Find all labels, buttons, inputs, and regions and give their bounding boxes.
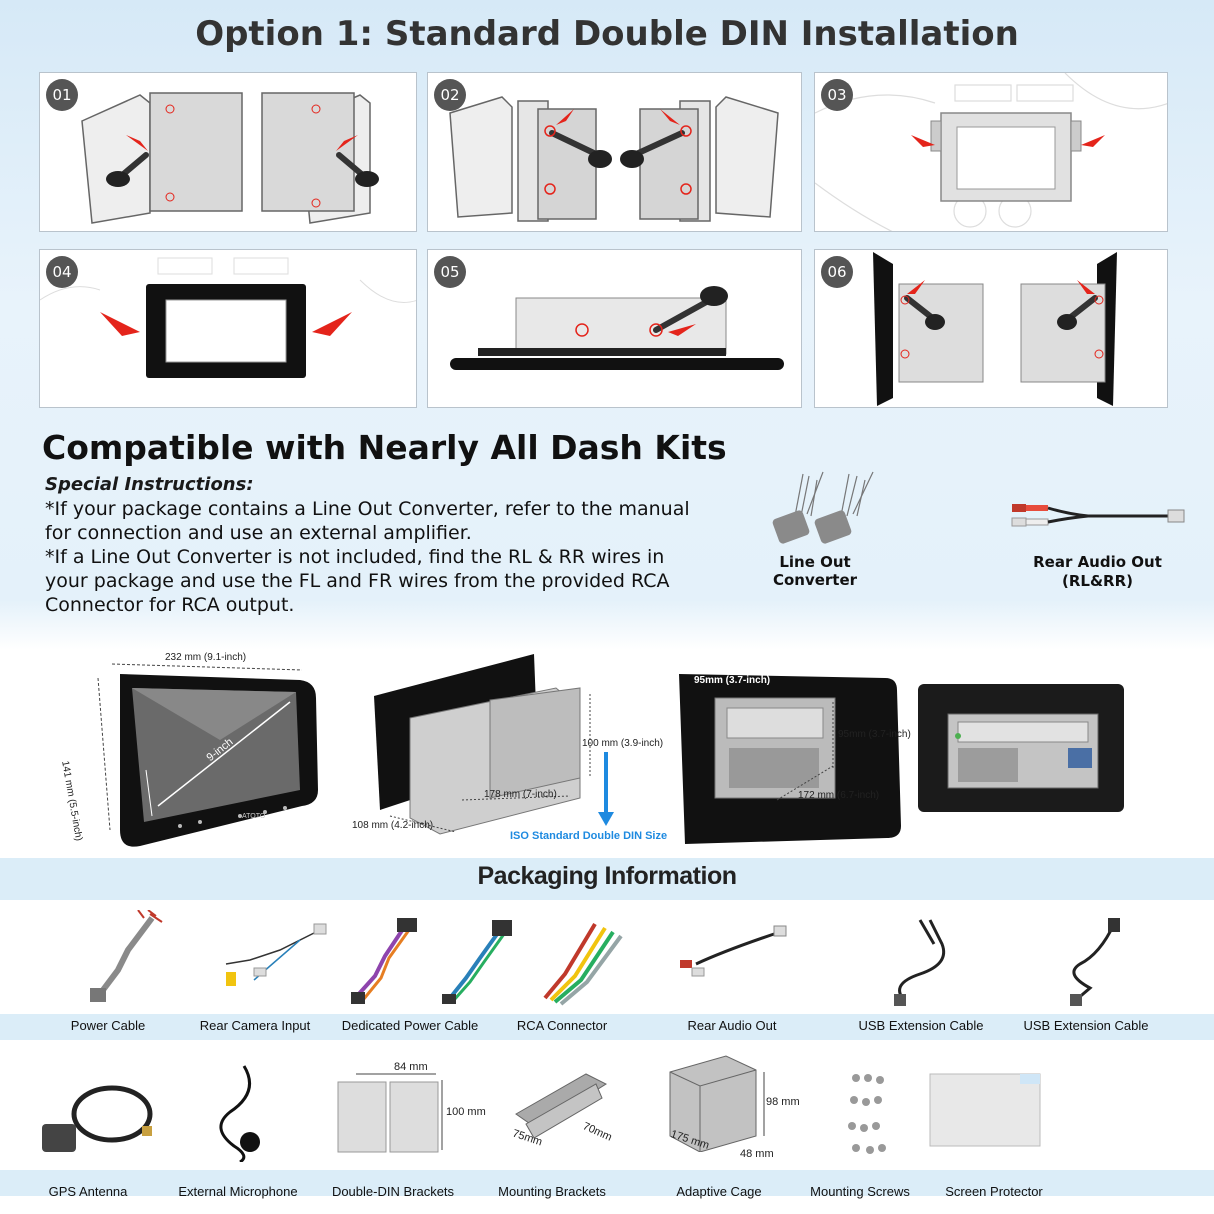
step-panel-03: 03	[814, 72, 1168, 232]
rear-panel-image	[918, 684, 1124, 812]
dim-cage-height: 100 mm (3.9-inch)	[582, 738, 664, 749]
dim-height: 141 mm (5.5-inch)	[59, 760, 85, 842]
mounting-brackets-image	[515, 1073, 608, 1139]
step-number: 03	[821, 79, 853, 111]
step-panel-04: 04	[39, 249, 417, 408]
packaging-title: Packaging Information	[477, 862, 737, 890]
step-number: 06	[821, 256, 853, 288]
step-number: 04	[46, 256, 78, 288]
rear-camera-input-image	[225, 923, 327, 986]
brackets-height-dim: 100 mm	[446, 1106, 486, 1118]
side-mount-diagram-06	[873, 252, 1117, 406]
dash-diagram-03	[815, 73, 1167, 231]
dedicated-power-harness-image	[442, 920, 512, 1004]
special-instructions-label: Special Instructions:	[45, 474, 254, 495]
usb-extension-cable-image	[894, 919, 946, 1006]
pack-item-dedicated-power: Dedicated Power Cable	[341, 1018, 479, 1033]
brackets-width-dim: 84 mm	[394, 1061, 428, 1073]
iso-label: ISO Standard Double DIN Size	[510, 830, 668, 842]
compat-heading: Compatible with Nearly All Dash Kits	[42, 428, 727, 467]
frame-diagram-04	[40, 257, 416, 378]
rear-view-image	[679, 674, 901, 844]
line-out-converter-image	[772, 471, 874, 544]
cage-side-image	[374, 654, 591, 835]
dedicated-power-cable-image	[351, 918, 417, 1004]
cage-height-dim: 98 mm	[766, 1096, 800, 1108]
rear-audio-cable-image	[1011, 504, 1185, 527]
iso-arrow-icon	[598, 752, 614, 826]
double-din-brackets-image	[337, 1073, 443, 1153]
pack-item-power-cable: Power Cable	[70, 1018, 146, 1033]
pack-item-gps: GPS Antenna	[48, 1184, 128, 1199]
cage-depth-dim: 48 mm	[740, 1148, 774, 1160]
pack-item-screen-protector: Screen Protector	[945, 1184, 1043, 1199]
pack-item-rear-camera: Rear Camera Input	[199, 1018, 311, 1033]
rca-connector-image	[543, 922, 623, 1006]
dim-rear-height: 95mm (3.7-inch)	[838, 729, 911, 740]
screen-protector-image	[929, 1073, 1041, 1147]
dim-depth: 108 mm (4.2-inch)	[352, 820, 434, 831]
pack-item-microphone: External Microphone	[178, 1184, 298, 1199]
pack-item-cage: Adaptive Cage	[676, 1184, 762, 1199]
pack-item-rear-audio: Rear Audio Out	[687, 1018, 777, 1033]
packaging-bar	[0, 858, 1214, 900]
rear-audio-out-label: Rear Audio Out	[1033, 553, 1162, 571]
bracket-diagram-01	[81, 92, 379, 224]
instruction-no-line-out: *If a Line Out Converter is not included…	[45, 546, 670, 616]
rear-audio-out-cable-image	[680, 925, 787, 977]
dim-rear-width: 95mm (3.7-inch)	[694, 675, 771, 686]
labels-band-row1	[0, 1014, 1214, 1040]
power-cable-image	[90, 910, 163, 1002]
step-number: 05	[434, 256, 466, 288]
dim-cage-width: 178 mm (7-inch)	[484, 789, 557, 800]
step-panel-05: 05	[427, 249, 802, 408]
pack-item-usb-2: USB Extension Cable	[1023, 1018, 1149, 1033]
side-view-diagram-05	[450, 286, 784, 370]
rear-audio-out-sublabel: (RL&RR)	[1061, 572, 1133, 590]
gps-antenna-image	[42, 1085, 153, 1152]
pack-item-rca: RCA Connector	[516, 1018, 608, 1033]
line-out-converter-label: Line Out Converter	[772, 553, 858, 589]
pack-item-usb-1: USB Extension Cable	[858, 1018, 984, 1033]
mounting-screws-image	[848, 1074, 886, 1154]
screen-front-image	[97, 663, 318, 847]
page-title: Option 1: Standard Double DIN Installati…	[195, 14, 1019, 54]
usb-extension-cable-image	[1070, 918, 1120, 1006]
adaptive-cage-image	[669, 1055, 765, 1152]
step-number: 02	[434, 79, 466, 111]
external-microphone-image	[219, 1065, 260, 1162]
pack-item-mounting-brackets: Mounting Brackets	[498, 1184, 606, 1199]
dim-rear-depth: 172 mm (6.7-inch)	[798, 790, 880, 801]
step-panel-01: 01	[39, 72, 417, 232]
step-panel-02: 02	[427, 72, 802, 232]
pack-item-double-din: Double-DIN Brackets	[331, 1184, 455, 1199]
step-number: 01	[46, 79, 78, 111]
instruction-line-out: *If your package contains a Line Out Con…	[45, 498, 690, 544]
pack-item-screws: Mounting Screws	[810, 1184, 910, 1199]
bracket-diagram-02	[449, 96, 779, 222]
brand-logo: ATOTO	[242, 813, 266, 820]
dim-width: 232 mm (9.1-inch)	[165, 652, 247, 663]
step-panel-06: 06	[814, 249, 1168, 408]
labels-band-row2	[0, 1170, 1214, 1196]
